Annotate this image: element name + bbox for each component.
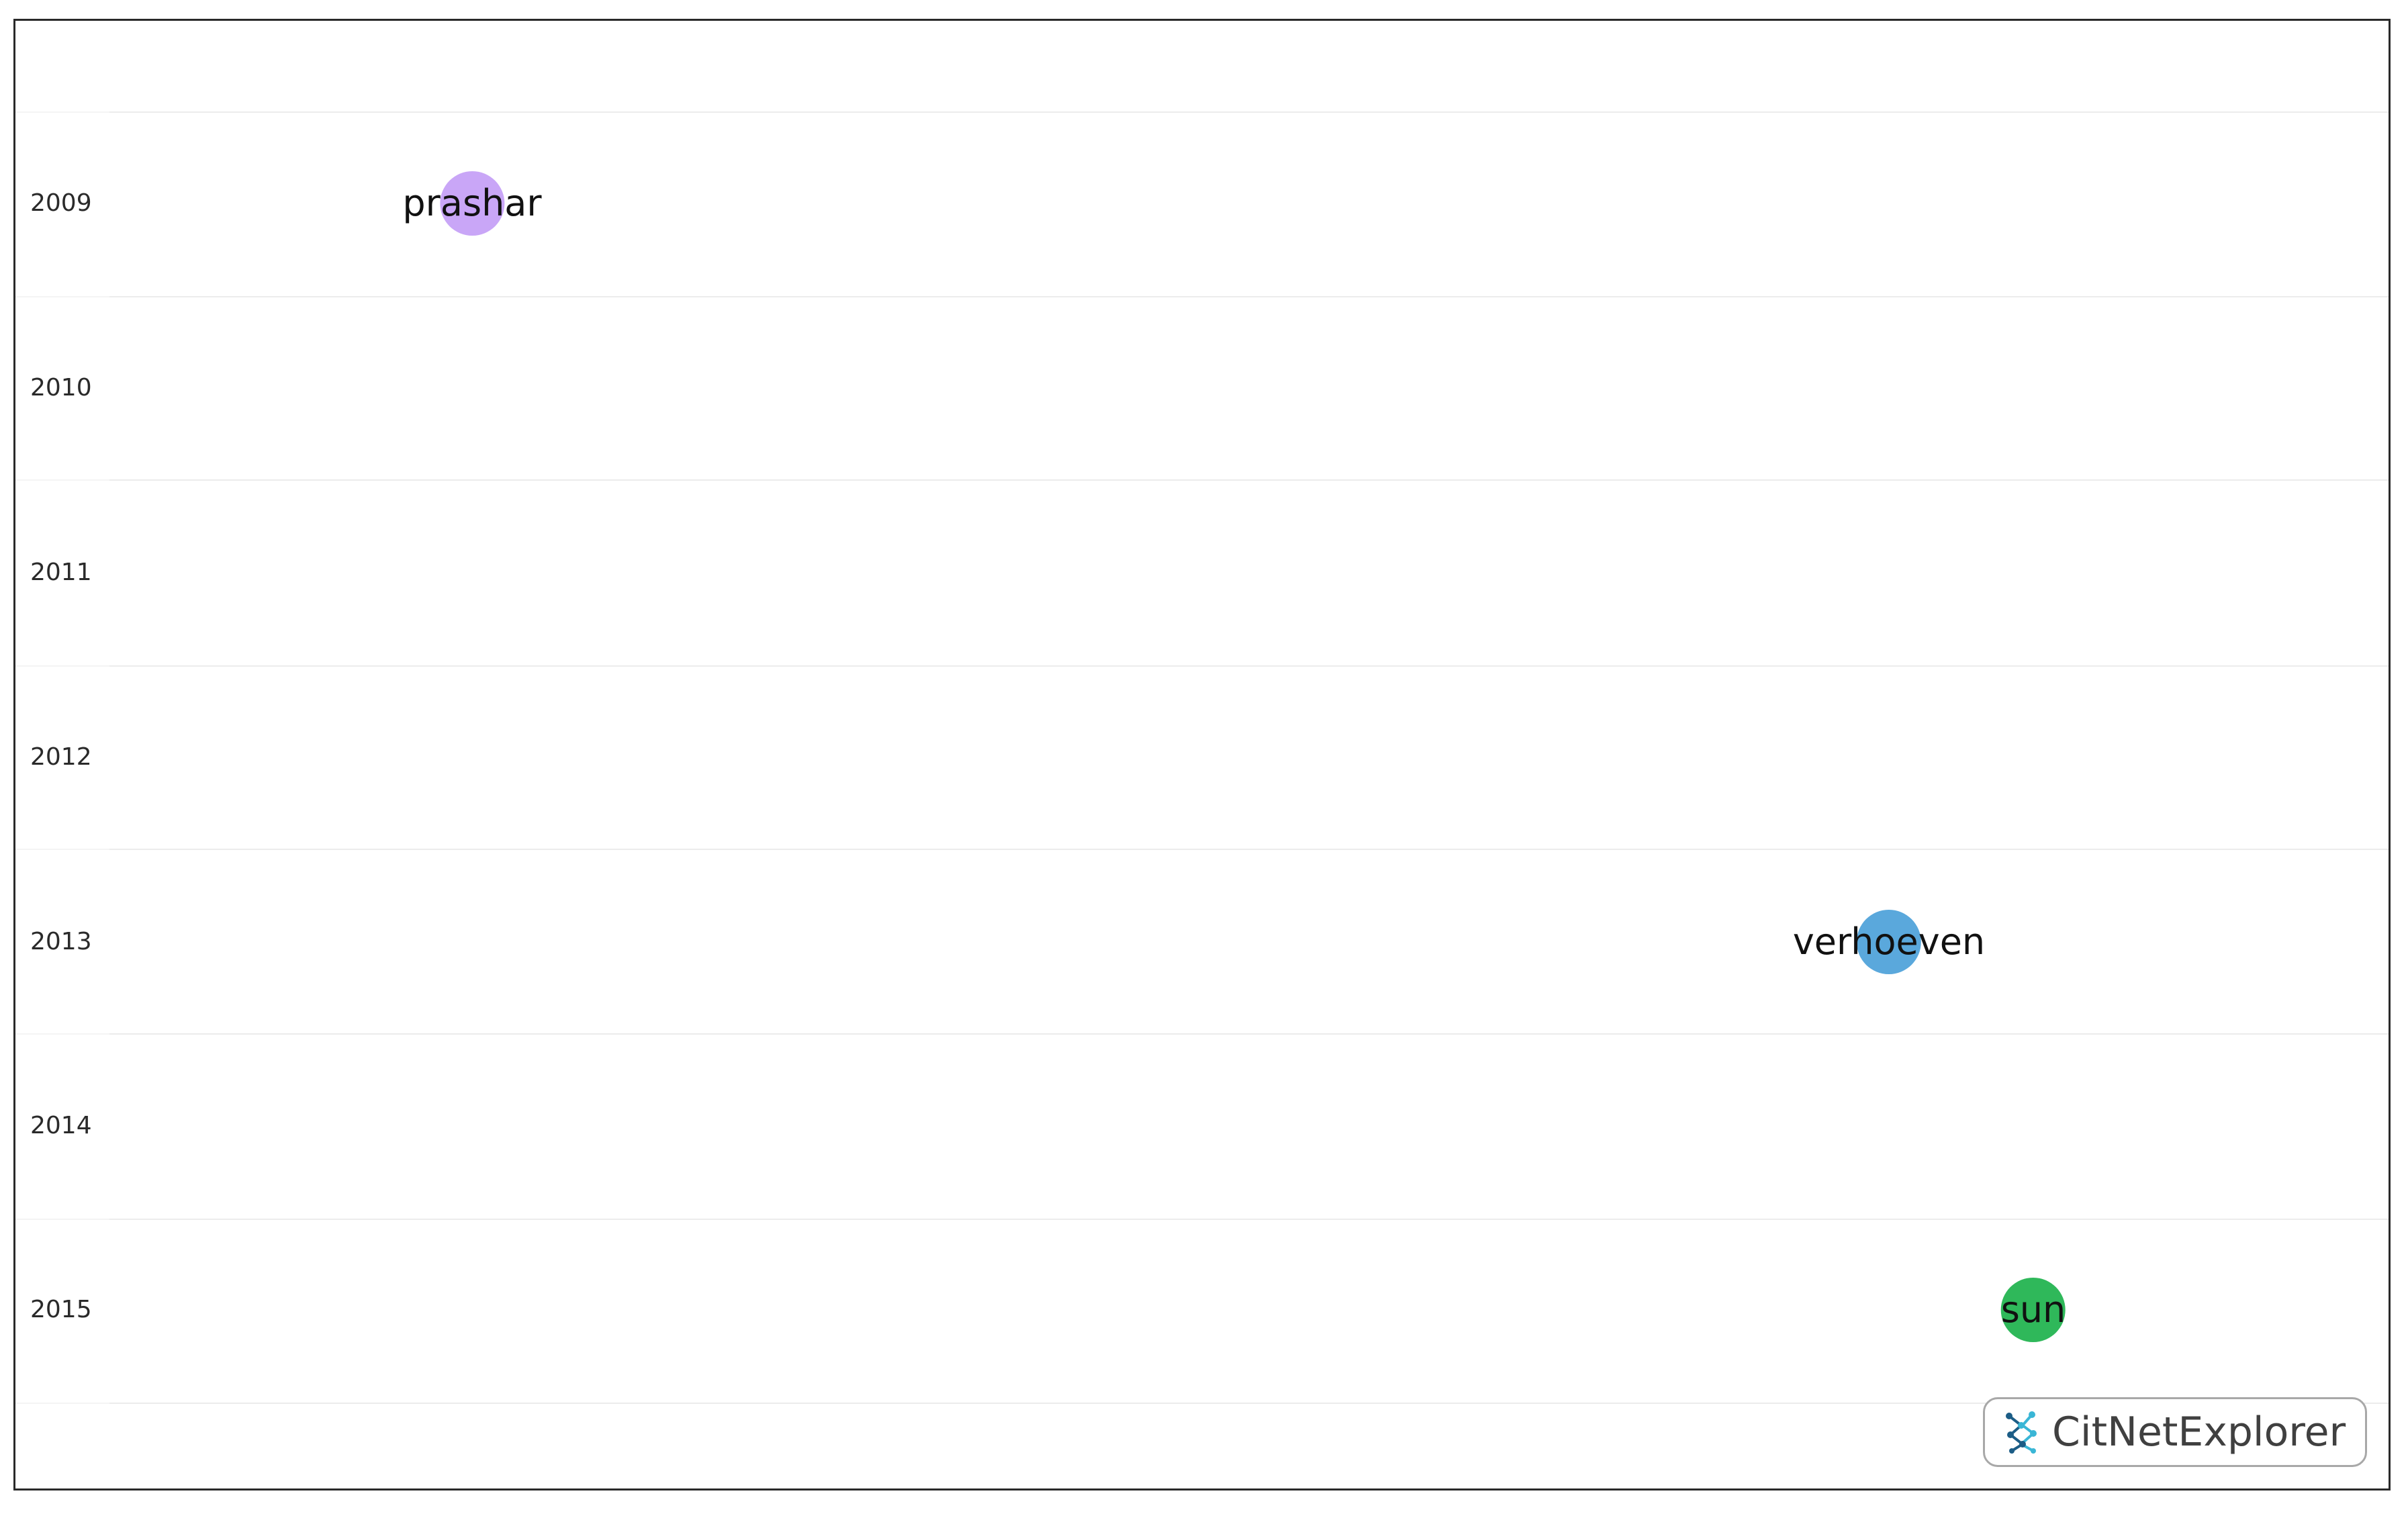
year-label-2013: 2013	[30, 928, 92, 955]
gridline	[15, 665, 2389, 667]
gridline	[15, 111, 2389, 113]
publication-node-sun[interactable]: sun	[2001, 1278, 2066, 1342]
gridline	[15, 296, 2389, 297]
gridline	[15, 849, 2389, 850]
node-label: prashar	[402, 182, 542, 224]
citnetexplorer-network-icon	[2006, 1411, 2037, 1454]
gridline	[15, 1219, 2389, 1220]
citation-network-timeline: 2009 2010 2011 2012 2013 2014 2015 prash…	[13, 19, 2391, 1491]
brand-name: CitNetExplorer	[2052, 1409, 2346, 1456]
year-label-2015: 2015	[30, 1296, 92, 1323]
node-label: verhoeven	[1792, 920, 1986, 963]
year-label-2012: 2012	[30, 743, 92, 771]
year-label-2010: 2010	[30, 374, 92, 401]
publication-node-prashar[interactable]: prashar	[402, 171, 542, 236]
node-label: sun	[2000, 1288, 2066, 1331]
gridline	[15, 479, 2389, 481]
node-circle	[1856, 910, 1921, 974]
node-circle	[439, 171, 504, 236]
node-circle	[2001, 1278, 2066, 1342]
year-label-2011: 2011	[30, 559, 92, 586]
year-label-2014: 2014	[30, 1112, 92, 1139]
year-label-2009: 2009	[30, 189, 92, 217]
publication-node-verhoeven[interactable]: verhoeven	[1793, 910, 1985, 974]
gridline	[15, 1033, 2389, 1035]
gridline	[15, 1403, 2389, 1404]
citnetexplorer-logo: CitNetExplorer	[1983, 1397, 2367, 1467]
